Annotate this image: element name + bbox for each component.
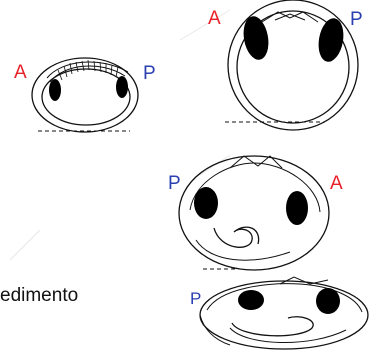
- shell2-label-posterior: P: [350, 9, 363, 30]
- shell3-label-anterior: A: [330, 173, 343, 194]
- caption-text: edimento: [0, 285, 79, 306]
- shell1-label-posterior: P: [143, 63, 156, 84]
- shell-2: [225, 0, 359, 131]
- shell-3: [178, 155, 330, 271]
- shell-4: [199, 276, 369, 350]
- shell3-label-posterior: P: [168, 173, 181, 194]
- shell4-label-posterior: P: [190, 289, 202, 308]
- shell2-label-anterior: A: [208, 8, 221, 29]
- shell-1: [31, 57, 139, 133]
- watermark: [9, 9, 231, 261]
- shell1-label-anterior: A: [14, 62, 27, 83]
